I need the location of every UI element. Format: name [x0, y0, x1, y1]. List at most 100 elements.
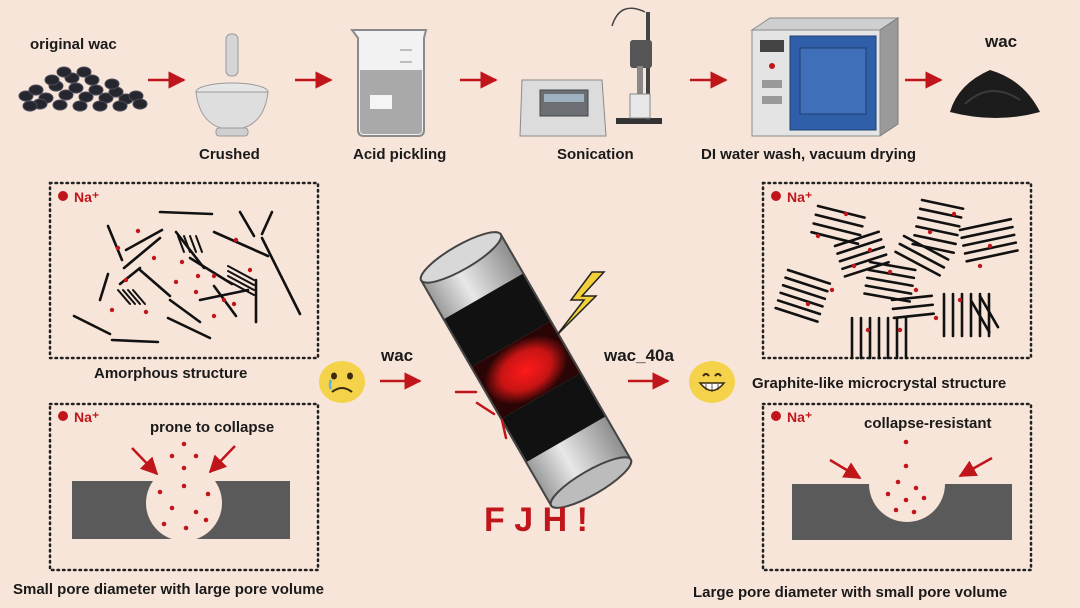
- original-wac-label: original wac: [30, 36, 117, 53]
- carbon-sheet: [227, 280, 255, 296]
- na-legend-label-4: Na⁺: [787, 409, 812, 425]
- graphene-layer: [786, 268, 832, 285]
- happy-face-icon: [689, 361, 735, 403]
- pellet: [22, 100, 38, 112]
- fjh-tube: [419, 231, 633, 509]
- amorphous-structure-box: [48, 181, 320, 360]
- carbon-sheet: [106, 224, 124, 262]
- spark-lines: [454, 390, 508, 440]
- na-ion-dot: [933, 315, 939, 321]
- carbon-sheet: [227, 265, 255, 281]
- collapse-resistant-label: collapse-resistant: [864, 415, 992, 432]
- amorphous-structure-caption: Amorphous structure: [94, 365, 247, 382]
- small-pore-caption: Small pore diameter with large pore volu…: [13, 581, 324, 598]
- graphene-layer: [774, 306, 819, 323]
- graphene-layer: [781, 283, 827, 301]
- na-legend-dot-1: [58, 191, 68, 201]
- graphene-layer: [865, 276, 914, 288]
- pellet: [104, 78, 120, 90]
- na-legend-label-3: Na⁺: [787, 189, 812, 205]
- na-ion-dot: [151, 255, 157, 261]
- na-ion-dot: [885, 491, 891, 497]
- na-legend-label-1: Na⁺: [74, 189, 99, 205]
- graphene-layer: [814, 213, 864, 228]
- na-ion-dot: [135, 228, 141, 234]
- carbon-sheet: [127, 289, 141, 305]
- large-pore-box: [761, 402, 1033, 572]
- na-ion-dot: [233, 237, 239, 243]
- na-ion-dot: [987, 243, 993, 249]
- graphene-layer: [841, 253, 888, 271]
- wac-input-label: wac: [380, 346, 413, 365]
- na-ion-dot: [867, 247, 873, 253]
- carbon-sheet: [189, 235, 197, 253]
- carbon-sheet: [110, 338, 160, 344]
- graphene-layer: [868, 260, 917, 272]
- carbon-sheet: [198, 288, 250, 302]
- carbon-sheet: [158, 210, 214, 216]
- pellet: [56, 66, 72, 78]
- carbon-sheet: [98, 272, 110, 302]
- carbon-sheet: [227, 275, 255, 291]
- graphene-layer: [902, 234, 950, 261]
- graphene-layer: [816, 204, 866, 219]
- large-pore-diagram: [792, 456, 1012, 540]
- na-ion-dot: [221, 297, 227, 303]
- sonicator-icon: [519, 7, 662, 137]
- na-ion-dot: [903, 497, 909, 503]
- pellet: [28, 84, 44, 96]
- graphene-layer: [891, 303, 935, 311]
- na-ion-dot: [977, 263, 983, 269]
- carbon-sheet: [132, 289, 146, 305]
- na-ion-dot: [181, 483, 187, 489]
- prone-to-collapse-label: prone to collapse: [150, 419, 274, 436]
- carbon-sheet: [212, 230, 270, 258]
- pellet: [58, 89, 74, 101]
- graphite-structure-caption: Graphite-like microcrystal structure: [752, 375, 1006, 392]
- carbon-sheet: [138, 268, 172, 298]
- pellet: [92, 100, 108, 112]
- na-ion-dot: [169, 505, 175, 511]
- na-ion-dot: [169, 453, 175, 459]
- na-ion-dot: [183, 525, 189, 531]
- pellet: [18, 90, 34, 102]
- fjh-title: F J H !: [484, 501, 588, 539]
- carbon-sheet: [122, 236, 162, 270]
- pellet: [72, 100, 88, 112]
- na-ion-dot: [181, 441, 187, 447]
- lightning-bolt-icon: [556, 271, 606, 336]
- na-ion-dot: [123, 277, 129, 283]
- carbon-sheet: [227, 270, 255, 286]
- graphene-layer: [970, 299, 991, 334]
- graphene-layer: [962, 233, 1016, 247]
- na-ion-dot: [161, 521, 167, 527]
- mortar-pestle-icon: [195, 33, 269, 137]
- carbon-sheet: [238, 210, 256, 238]
- na-legend-label-2: Na⁺: [74, 409, 99, 425]
- beaker-icon: [350, 29, 428, 137]
- na-ion-dot: [913, 485, 919, 491]
- graphene-layer: [920, 198, 965, 211]
- graphene-layer: [892, 312, 935, 320]
- na-ion-dot: [231, 301, 237, 307]
- na-ion-dot: [887, 269, 893, 275]
- pellet: [68, 82, 84, 94]
- na-ion-dot: [203, 517, 209, 523]
- graphene-layer: [833, 230, 881, 248]
- graphene-layer: [779, 291, 824, 308]
- carbon-sheet: [124, 228, 164, 252]
- na-ion-dot: [193, 453, 199, 459]
- na-ion-dot: [865, 327, 871, 333]
- na-legend-dot-3: [771, 191, 781, 201]
- wac-powder-pile: [950, 70, 1040, 118]
- pellet: [88, 84, 104, 96]
- na-ion-dot: [173, 279, 179, 285]
- graphene-layer: [960, 225, 1014, 240]
- pellet: [52, 99, 68, 111]
- na-ion-dot: [951, 211, 957, 217]
- na-ion-dot: [893, 507, 899, 513]
- graphene-layer: [916, 216, 961, 228]
- graphene-layer: [838, 245, 885, 263]
- pellet: [44, 74, 60, 86]
